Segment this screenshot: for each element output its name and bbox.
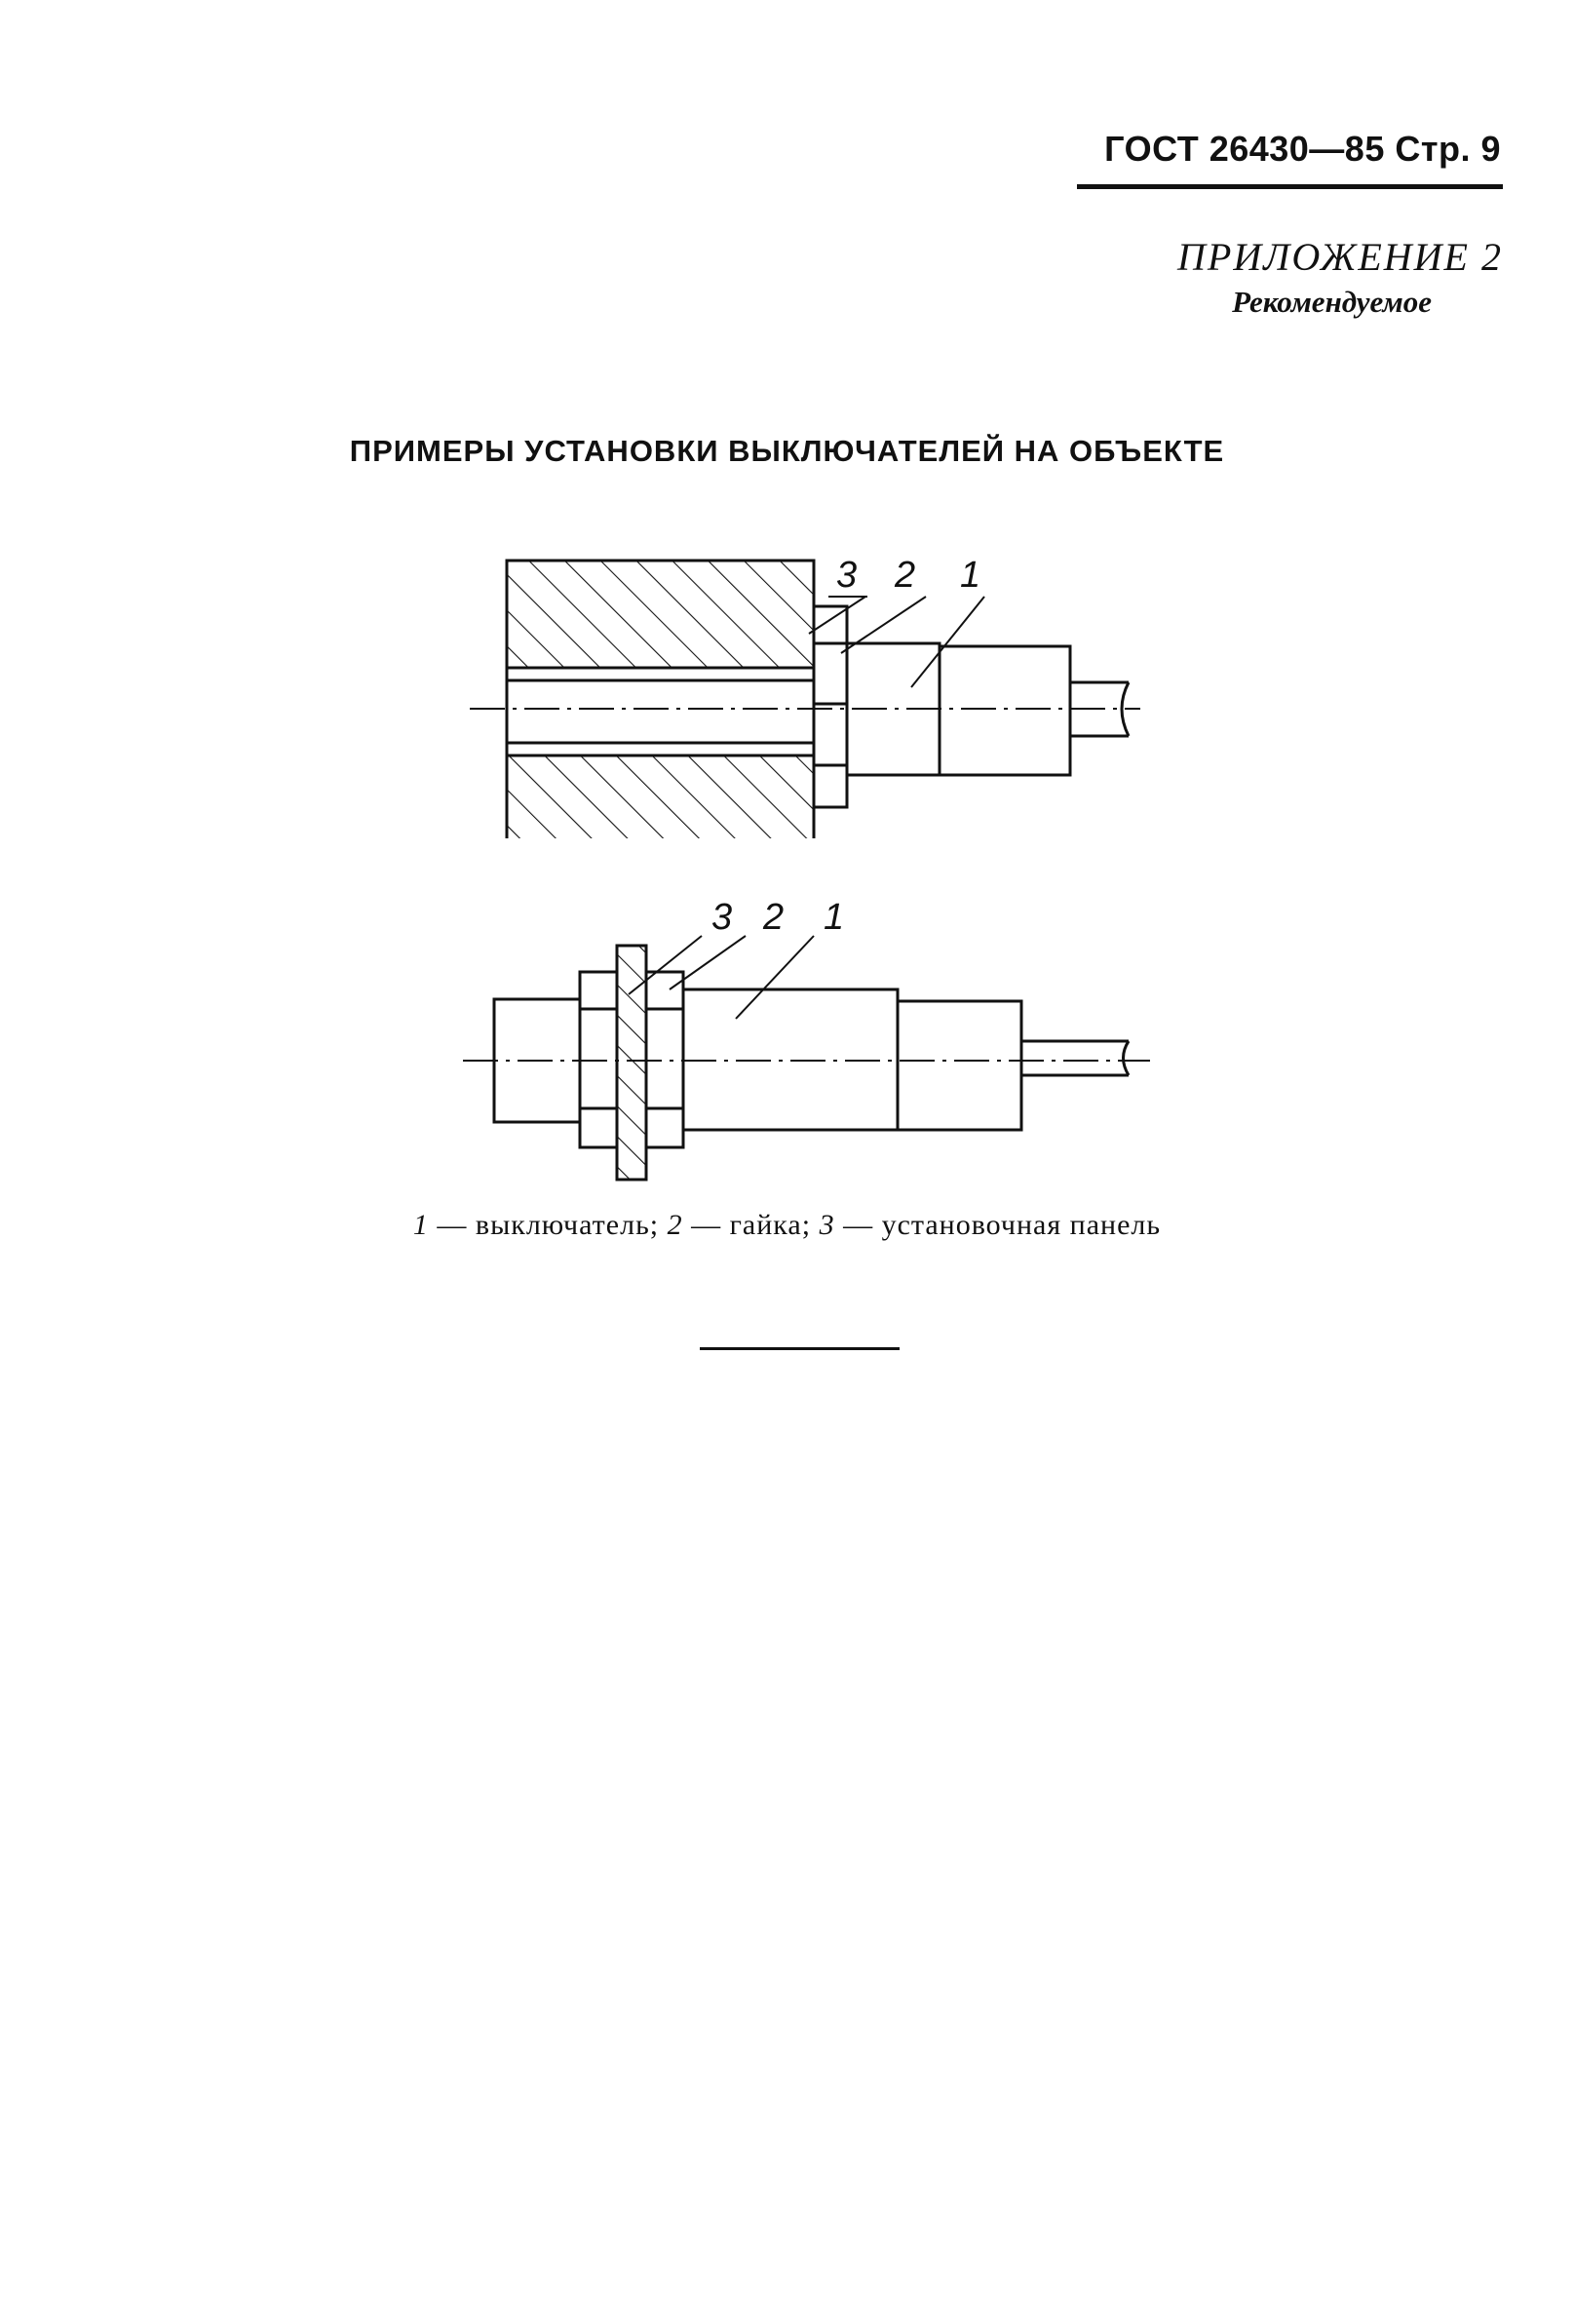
switch-housing bbox=[938, 644, 1072, 777]
header-rule bbox=[1077, 184, 1503, 189]
legend-num-1: 1 bbox=[412, 1209, 429, 1241]
figure-legend: 1 — выключатель; 2 — гайка; 3 — установо… bbox=[292, 1209, 1282, 1242]
page-header: ГОСТ 26430—85 Стр. 9 bbox=[1104, 129, 1501, 169]
nut-body bbox=[812, 604, 849, 809]
figure-1-drawing: 3 2 1 bbox=[470, 555, 1140, 838]
end-rule bbox=[700, 1347, 900, 1350]
appendix-subtitle: Рекомендуемое bbox=[1232, 285, 1432, 319]
mounting-panel bbox=[615, 944, 648, 1181]
figure2-label-3: 3 bbox=[711, 897, 732, 938]
wall-upper-section bbox=[505, 559, 816, 670]
legend-text-2: — гайка; bbox=[691, 1209, 812, 1241]
legend-num-2: 2 bbox=[667, 1209, 683, 1241]
figure-2-drawing: 3 2 1 bbox=[463, 897, 1150, 1181]
legend-text-1: — выключатель; bbox=[437, 1209, 660, 1241]
wall-lower-section bbox=[505, 754, 816, 838]
switch-housing bbox=[896, 999, 1023, 1132]
figure-installation-in-wall: 3 2 1 bbox=[458, 526, 1179, 838]
appendix-title: ПРИЛОЖЕНИЕ 2 bbox=[1177, 235, 1503, 279]
figure-installation-on-panel: 3 2 1 bbox=[453, 882, 1184, 1194]
legend-text-3: — установочная панель bbox=[843, 1209, 1162, 1241]
legend-num-3: 3 bbox=[819, 1209, 835, 1241]
figure1-label-2: 2 bbox=[894, 555, 915, 596]
figure1-label-3: 3 bbox=[836, 555, 857, 596]
section-title: ПРИМЕРЫ УСТАНОВКИ ВЫКЛЮЧАТЕЛЕЙ НА ОБЪЕКТ… bbox=[349, 434, 1225, 468]
figure2-label-2: 2 bbox=[762, 897, 784, 938]
figure2-label-1: 1 bbox=[824, 897, 844, 938]
figure1-label-1: 1 bbox=[960, 555, 980, 596]
